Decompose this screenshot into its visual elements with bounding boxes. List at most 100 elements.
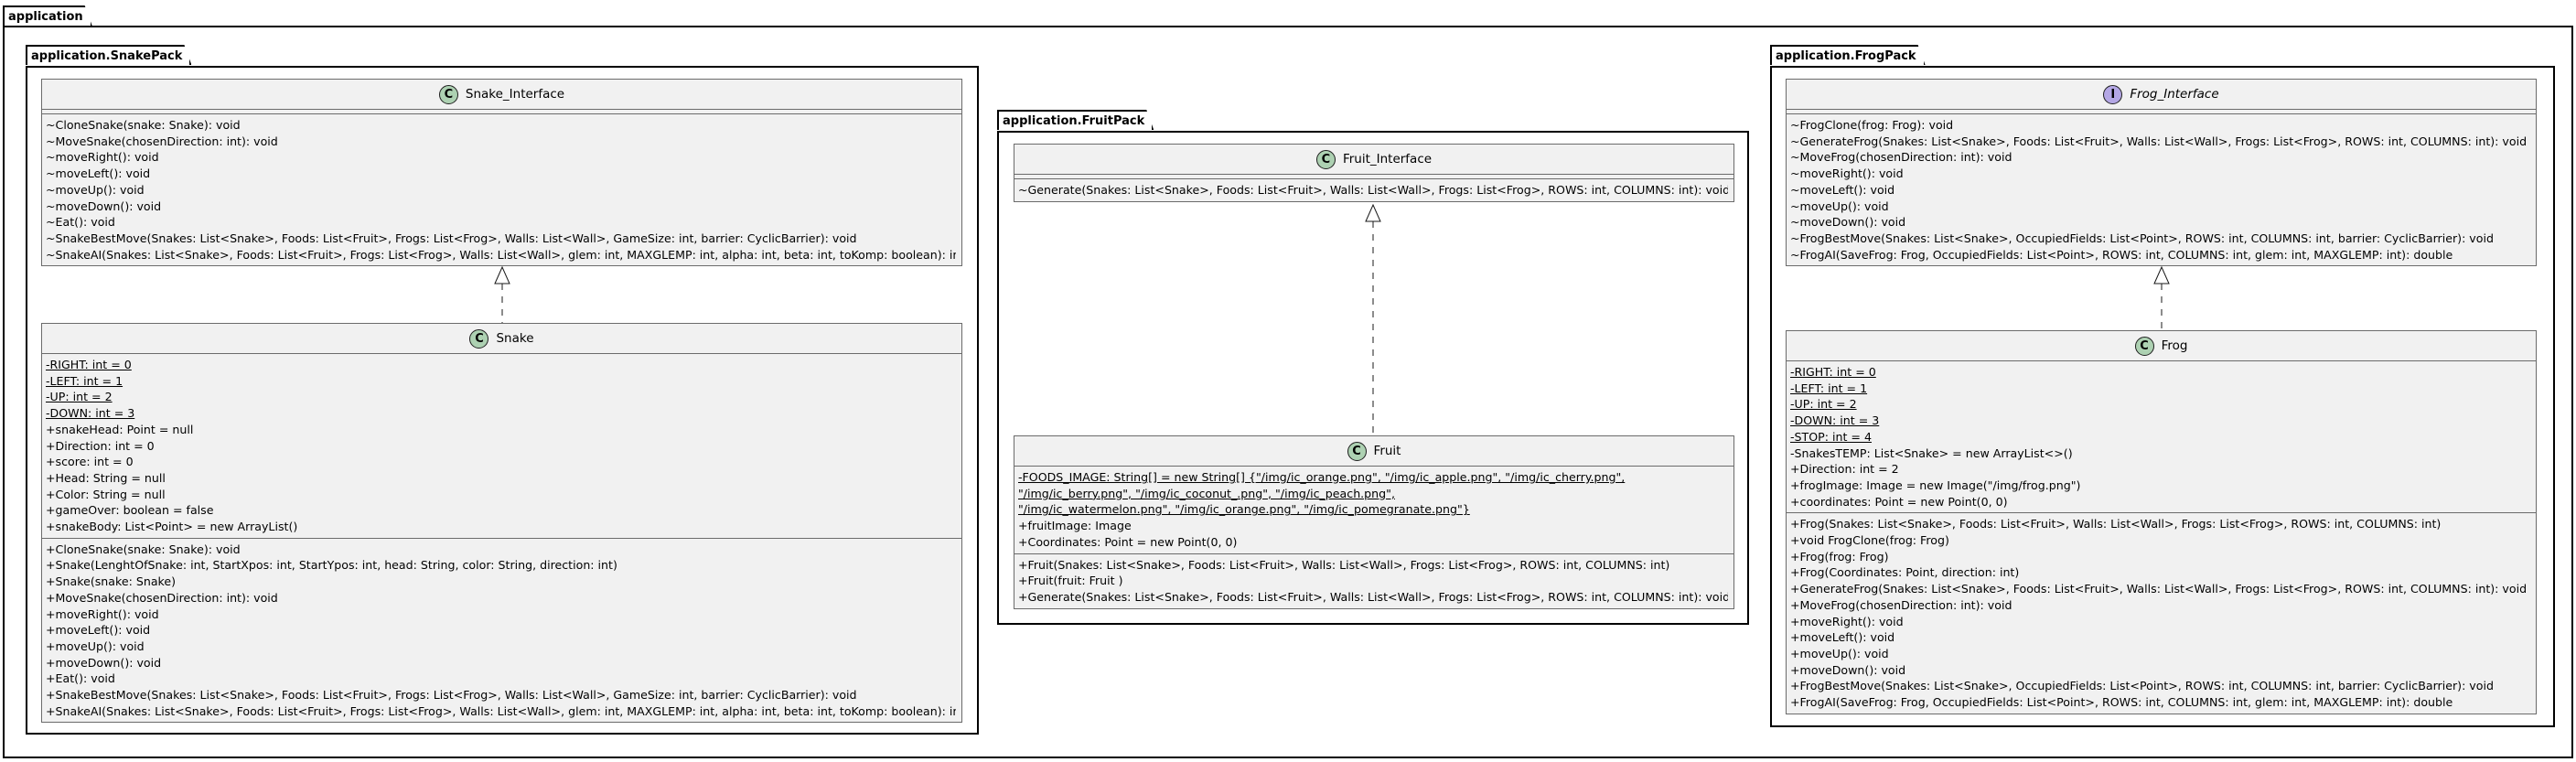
field-line: +fruitImage: Image	[1018, 519, 1132, 533]
method-line: ~SnakeAI(Snakes: List<Snake>, Foods: Lis…	[46, 247, 956, 262]
method-line: ~moveRight(): void	[1790, 166, 1904, 181]
class-stereotype-icon: C	[1315, 149, 1336, 169]
class-name: Fruit_Interface	[1342, 152, 1433, 166]
method-line: ~MoveSnake(chosenDirection: int): void	[46, 134, 278, 148]
fields-divider	[42, 109, 961, 110]
package-application	[3, 26, 2573, 758]
method-line: +Fruit(Snakes: List<Snake>, Foods: List<…	[1018, 557, 1670, 572]
method-line: +moveLeft(): void	[1790, 630, 1895, 645]
method-line: +FrogAI(SaveFrog: Frog, OccupiedFields: …	[1790, 695, 2453, 710]
method-line: ~FrogBestMove(Snakes: List<Snake>, Occup…	[1790, 231, 2494, 245]
field-line: -UP: int = 2	[46, 390, 113, 404]
methods-divider	[42, 537, 961, 539]
field-line: +Head: String = null	[46, 470, 166, 485]
methods-section: +Fruit(Snakes: List<Snake>, Foods: List<…	[1014, 554, 1733, 608]
package-label: application	[8, 10, 83, 24]
class-name: Frog_Interface	[2130, 87, 2219, 102]
method-line: +SnakeBestMove(Snakes: List<Snake>, Food…	[46, 688, 857, 703]
fruit-realization-arrowhead	[1365, 203, 1381, 222]
class-header: C Fruit_Interface	[1014, 145, 1733, 174]
fields-section: -FOODS_IMAGE: String[] = new String[] {"…	[1014, 467, 1733, 553]
fields-divider	[1014, 466, 1733, 467]
field-line: -UP: int = 2	[1790, 397, 1857, 412]
fields-divider	[42, 353, 961, 354]
class-fruit[interactable]: C Fruit -FOODS_IMAGE: String[] = new Strin…	[1014, 435, 1734, 609]
method-line: ~SnakeBestMove(Snakes: List<Snake>, Food…	[46, 231, 857, 245]
package-label: application.SnakePack	[31, 49, 183, 63]
method-line: +moveRight(): void	[46, 606, 159, 621]
methods-section: ~FrogClone(frog: Frog): void~GenerateFro…	[1787, 114, 2536, 265]
method-line: +Snake(LenghtOfSnake: int, StartXpos: in…	[46, 558, 617, 573]
method-line: ~moveRight(): void	[46, 150, 159, 165]
method-line: ~MoveFrog(chosenDirection: int): void	[1790, 150, 2012, 165]
class-name: Frog	[2161, 338, 2188, 353]
class-stereotype-icon: C	[469, 328, 489, 349]
field-line: +snakeHead: Point = null	[46, 422, 194, 436]
methods-divider	[1014, 553, 1733, 554]
fields-divider	[1014, 174, 1733, 175]
class-frog-interface[interactable]: I Frog_Interface ~FrogClone(frog: Frog): v…	[1786, 79, 2537, 267]
class-name: Snake	[496, 331, 534, 346]
method-line: ~Eat(): void	[46, 215, 115, 230]
method-line: +moveDown(): void	[46, 655, 162, 670]
package-frogpack	[1770, 66, 2555, 727]
methods-section: +Frog(Snakes: List<Snake>, Foods: List<F…	[1787, 513, 2536, 713]
field-line: -STOP: int = 4	[1790, 429, 1872, 444]
field-line: "/img/ic_watermelon.png", "/img/ic_orang…	[1018, 502, 1470, 517]
package-tab-snakepack: application.SnakePack	[26, 45, 191, 65]
field-line: -DOWN: int = 3	[1790, 413, 1880, 428]
interface-stereotype-icon: I	[2103, 84, 2123, 104]
method-line: ~moveUp(): void	[1790, 199, 1889, 213]
methods-divider	[42, 113, 961, 114]
method-line: ~FrogClone(frog: Frog): void	[1790, 118, 1954, 132]
class-name: Snake_Interface	[465, 87, 565, 102]
field-line: +gameOver: boolean = false	[46, 503, 214, 518]
method-line: ~moveLeft(): void	[46, 166, 151, 181]
method-line: +FrogBestMove(Snakes: List<Snake>, Occup…	[1790, 679, 2494, 693]
class-stereotype-icon: C	[1347, 441, 1367, 461]
field-line: +snakeBody: List<Point> = new ArrayList(…	[46, 520, 298, 534]
class-snake[interactable]: C Snake -RIGHT: int = 0 -LEFT: int = 1 -UP: …	[41, 323, 962, 724]
method-line: +MoveSnake(chosenDirection: int): void	[46, 590, 278, 605]
class-header: C Snake	[42, 324, 961, 353]
method-line: ~moveLeft(): void	[1790, 182, 1895, 197]
class-name: Fruit	[1373, 444, 1401, 458]
package-snakepack	[26, 66, 979, 735]
fields-section: -RIGHT: int = 0 -LEFT: int = 1 -UP: int = …	[42, 354, 961, 538]
class-fruit-interface[interactable]: C Fruit_Interface ~Generate(Snakes: List<S…	[1014, 144, 1734, 202]
method-line: ~moveDown(): void	[1790, 215, 1906, 230]
method-line: +moveUp(): void	[46, 639, 145, 653]
method-line: ~Generate(Snakes: List<Snake>, Foods: Li…	[1018, 183, 1728, 197]
method-line: ~CloneSnake(snake: Snake): void	[46, 118, 241, 132]
method-line: +GenerateFrog(Snakes: List<Snake>, Foods…	[1790, 582, 2528, 596]
package-tab-application: application	[3, 5, 92, 26]
methods-divider	[1787, 512, 2536, 514]
methods-section: +CloneSnake(snake: Snake): void+Snake(Le…	[42, 539, 961, 723]
method-line: +Frog(Snakes: List<Snake>, Foods: List<F…	[1790, 517, 2442, 531]
field-line: +frogImage: Image = new Image("/img/frog…	[1790, 478, 2081, 492]
field-line: +Direction: int = 0	[46, 438, 155, 453]
package-tab-frogpack: application.FrogPack	[1770, 45, 1926, 65]
field-line: -RIGHT: int = 0	[46, 358, 132, 371]
field-line: -DOWN: int = 3	[46, 406, 135, 421]
field-line: +Direction: int = 2	[1790, 462, 1899, 477]
method-line: +moveUp(): void	[1790, 646, 1889, 660]
fields-divider	[1787, 360, 2536, 361]
class-header: C Snake_Interface	[42, 80, 961, 109]
package-label: application.FrogPack	[1776, 49, 1916, 63]
method-line: +Generate(Snakes: List<Snake>, Foods: Li…	[1018, 589, 1728, 604]
field-line: "/img/ic_berry.png", "/img/ic_coconut_.p…	[1018, 486, 1395, 500]
field-line: -LEFT: int = 1	[46, 373, 123, 388]
method-line: +Snake(snake: Snake)	[46, 574, 177, 589]
method-line: +moveLeft(): void	[46, 623, 151, 638]
class-stereotype-icon: C	[438, 84, 458, 104]
method-line: +Frog(frog: Frog)	[1790, 549, 1889, 563]
methods-divider	[1787, 113, 2536, 114]
method-line: +Eat(): void	[46, 671, 115, 686]
class-snake-interface[interactable]: C Snake_Interface ~CloneSnake(snake: Snake…	[41, 79, 962, 267]
field-line: +Color: String = null	[46, 487, 166, 501]
method-line: +SnakeAI(Snakes: List<Snake>, Foods: Lis…	[46, 703, 956, 718]
